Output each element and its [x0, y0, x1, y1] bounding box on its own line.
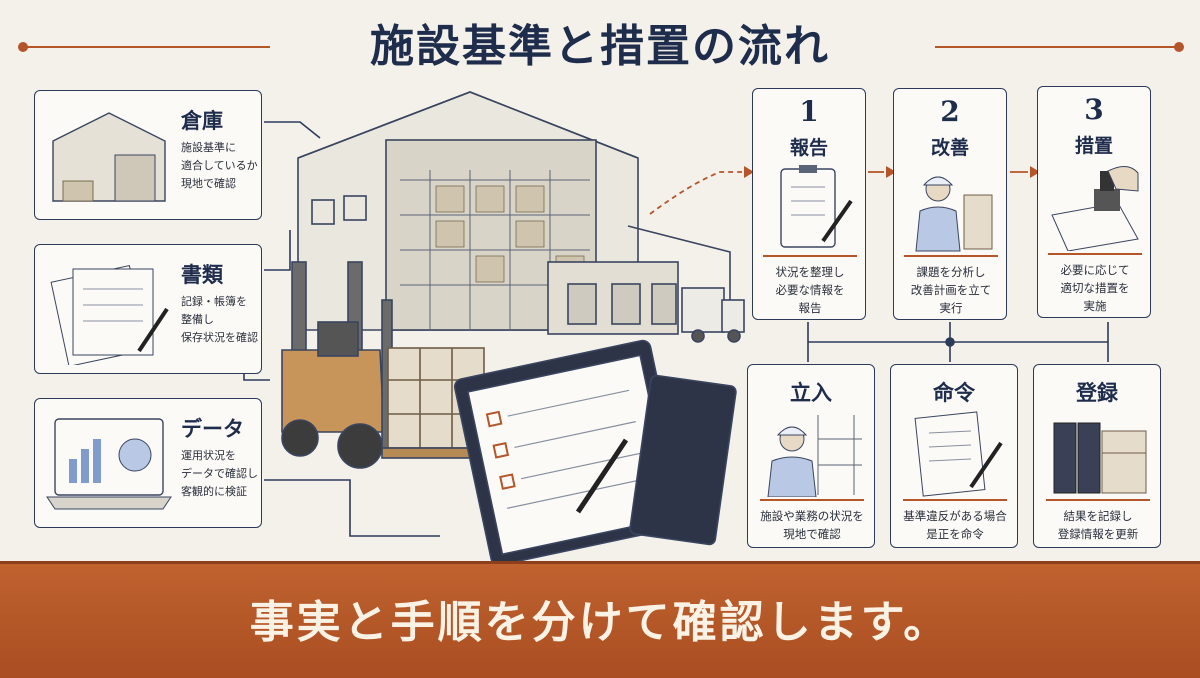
binders-icon — [1053, 422, 1147, 494]
page-title: 施設基準と措置の流れ — [370, 21, 830, 72]
step-number: 3 — [1084, 93, 1104, 126]
card-title: 登録 — [1076, 380, 1118, 405]
clipboard-icon — [780, 165, 853, 248]
card-registration: 登録 結果を記録し 登録情報を更新 — [1033, 364, 1161, 548]
step-title: 改善 — [930, 137, 969, 159]
card-divider — [1046, 499, 1150, 501]
step-improve: 2 改善 課題を分析し 改善計画を立て 実行 — [893, 88, 1007, 320]
card-title: データ — [181, 416, 244, 441]
card-title: 立入 — [790, 380, 832, 405]
card-warehouse: 倉庫 施設基準に 適合しているか 現地で確認 — [34, 90, 262, 220]
title-rule-dot-left — [18, 42, 28, 52]
step-divider — [763, 255, 857, 257]
card-divider — [760, 499, 864, 501]
warehouse-icon — [52, 112, 166, 202]
step-report: 1 報告 状況を整理し 必要な情報を 報告 — [752, 88, 866, 320]
footer-message: 事実と手順を分けて確認します。 — [249, 597, 951, 648]
step-title: 措置 — [1074, 135, 1113, 157]
card-documents: 書類 記録・帳簿を 整備し 保存状況を確認 — [34, 244, 262, 374]
card-divider — [903, 499, 1007, 501]
card-description: 結果を記録し 登録情報を更新 — [1057, 509, 1139, 541]
document-pen-icon — [914, 411, 1003, 497]
worker-icon — [915, 176, 993, 252]
card-data: データ 運用状況を データで確認し 客観的に検証 — [34, 398, 262, 528]
title-rule-left — [22, 46, 270, 48]
stamp-icon — [1051, 166, 1139, 251]
step-title: 報告 — [789, 137, 828, 159]
inspector-icon — [767, 415, 862, 497]
card-description: 基準違反がある場合 是正を命令 — [903, 509, 1007, 541]
laptop-chart-icon — [46, 418, 172, 510]
title-rule-right — [935, 46, 1180, 48]
card-description: 記録・帳簿を 整備し 保存状況を確認 — [181, 295, 258, 344]
card-description: 運用状況を データで確認し 客観的に検証 — [181, 449, 258, 498]
footer-banner — [0, 561, 1200, 678]
documents-icon — [50, 265, 169, 365]
step-number: 1 — [799, 95, 819, 128]
card-inspection: 立入 施設や業務の状況を 現地で確認 — [747, 364, 875, 548]
title-rule-dot-right — [1174, 42, 1184, 52]
step-number: 2 — [940, 95, 960, 128]
card-title: 書類 — [181, 262, 223, 287]
step-divider — [904, 255, 998, 257]
step-description: 状況を整理し 必要な情報を 報告 — [775, 265, 845, 315]
card-description: 施設や業務の状況を 現地で確認 — [760, 509, 864, 541]
step-description: 必要に応じて 適切な措置を 実施 — [1060, 263, 1130, 313]
card-order: 命令 基準違反がある場合 是正を命令 — [890, 364, 1018, 548]
card-title: 命令 — [933, 380, 975, 405]
step-measure: 3 措置 必要に応じて 適切な措置を 実施 — [1037, 86, 1151, 318]
step-description: 課題を分析し 改善計画を立て 実行 — [910, 265, 992, 315]
card-description: 施設基準に 適合しているか 現地で確認 — [181, 141, 258, 190]
step-divider — [1048, 253, 1142, 255]
card-title: 倉庫 — [181, 108, 223, 133]
